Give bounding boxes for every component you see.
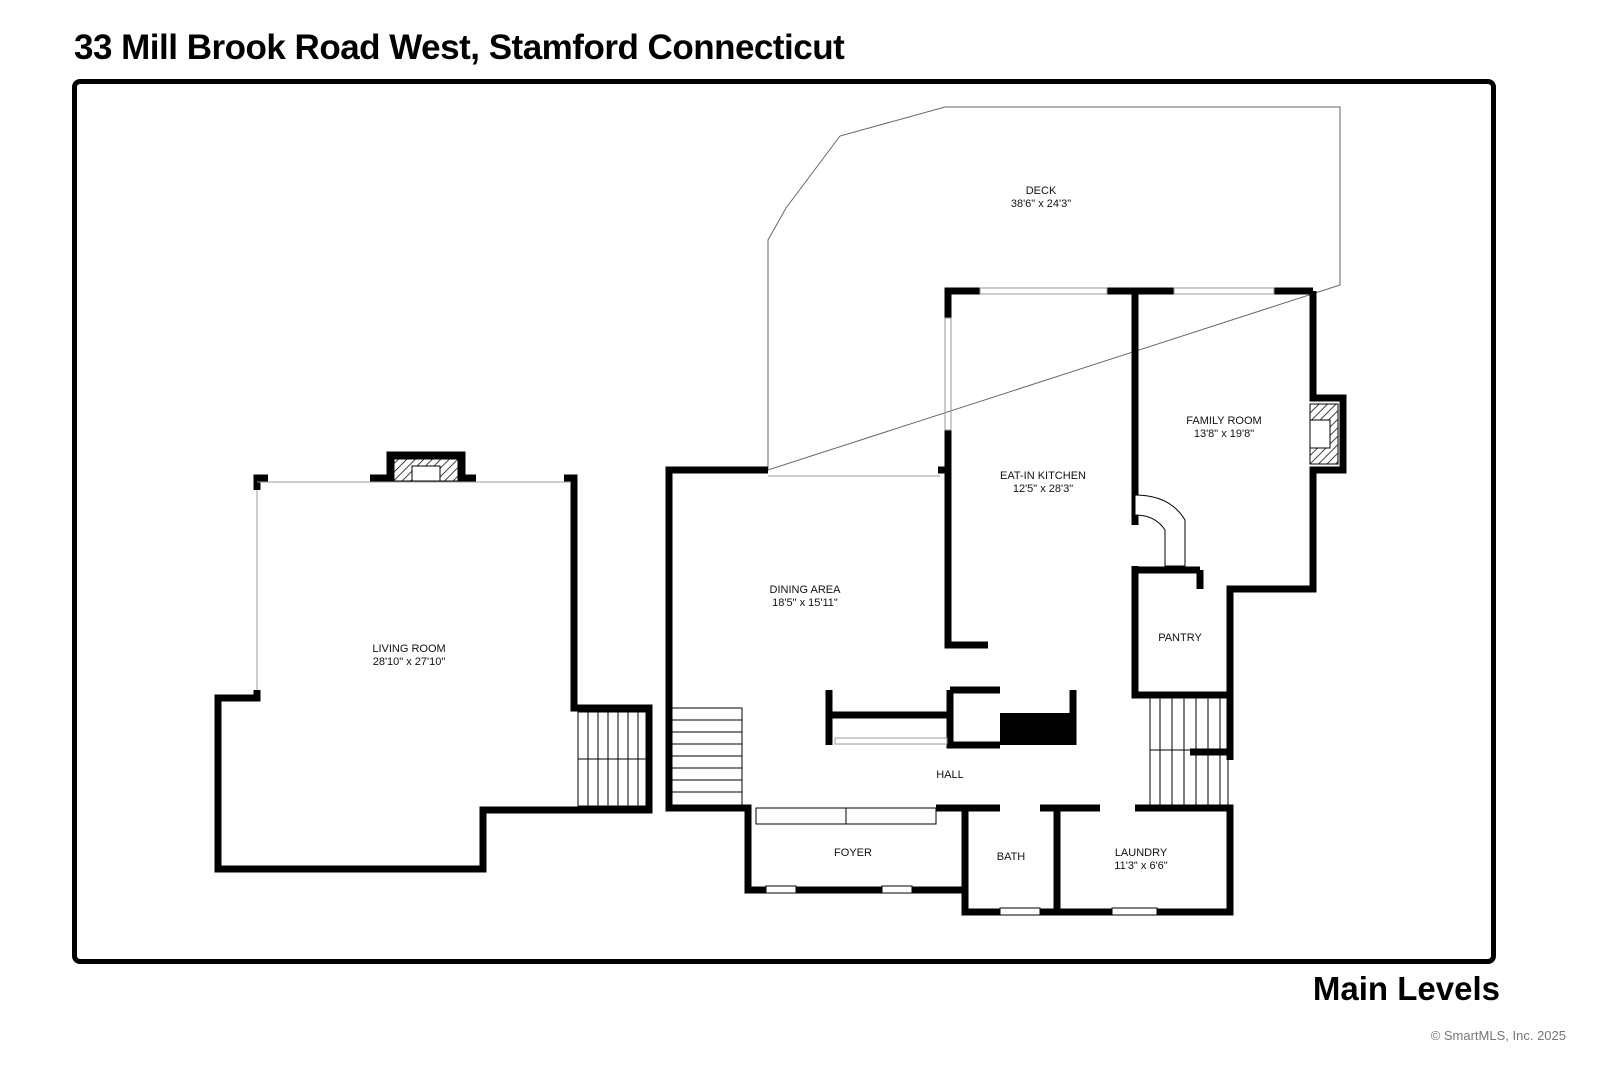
dining-dims: 18'5" x 15'11"	[772, 597, 838, 609]
hall-name: HALL	[936, 769, 964, 781]
living-walls	[214, 451, 653, 873]
level-label: Main Levels	[1312, 970, 1500, 1007]
island-sink-line	[834, 737, 948, 745]
foyer-name: FOYER	[834, 847, 872, 859]
family-room-dims: 13'8" x 19'8"	[1194, 428, 1254, 440]
living-dims: 28'10" x 27'10"	[373, 656, 446, 668]
deck-dims: 38'6" x 24'3"	[1011, 198, 1071, 210]
bath-name: BATH	[997, 851, 1026, 863]
dining-walls	[665, 466, 965, 894]
pantry-name: PANTRY	[1158, 632, 1202, 644]
kitchen-family-walls	[944, 287, 1347, 699]
page-title: 33 Mill Brook Road West, Stamford Connec…	[74, 28, 845, 67]
living-fireplace-box	[411, 465, 441, 482]
island-counter	[1000, 713, 1073, 745]
hall-stairs-right	[1149, 694, 1229, 806]
laundry-dims: 11'3" x 6'6"	[1114, 860, 1167, 872]
bath-laundry-walls	[936, 804, 1234, 916]
dining-stairs	[671, 707, 743, 807]
plan-frame	[72, 79, 1496, 964]
living-stairs	[577, 711, 647, 807]
kitchen-windows	[944, 287, 1275, 431]
kitchen-dims: 12'5" x 28'3"	[1013, 483, 1073, 495]
bath-laundry-windows	[999, 907, 1158, 916]
hall-right-walls	[1190, 695, 1234, 760]
family-room-name: FAMILY ROOM	[1186, 415, 1261, 427]
laundry-name: LAUNDRY	[1115, 847, 1168, 859]
deck-outline	[767, 106, 1341, 471]
kitchen-name: EAT-IN KITCHEN	[1000, 470, 1086, 482]
dining-name: DINING AREA	[770, 584, 842, 596]
living-name: LIVING ROOM	[372, 643, 445, 655]
deck-name: DECK	[1026, 185, 1057, 197]
foyer-windows	[765, 885, 913, 894]
family-fireplace-box	[1309, 419, 1331, 449]
copyright-text: © SmartMLS, Inc. 2025	[1430, 1028, 1566, 1043]
family-curved-stair	[1134, 494, 1186, 567]
